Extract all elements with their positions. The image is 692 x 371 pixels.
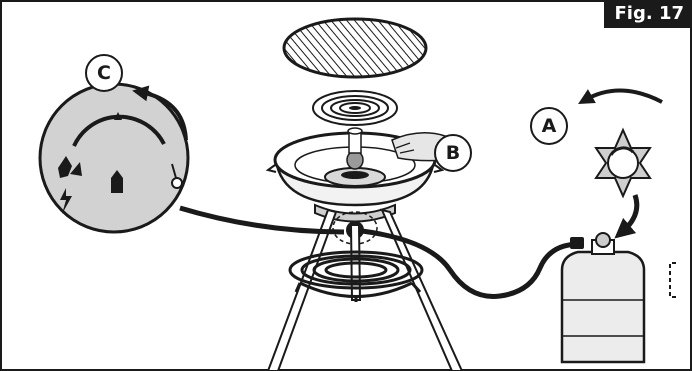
- knob-to-bottle-arrow: [622, 195, 637, 232]
- grill-grate: [284, 19, 426, 77]
- hose-connector: [570, 237, 584, 249]
- dashed-bracket: [670, 263, 676, 297]
- callout-a: A: [530, 107, 568, 145]
- off-position-marker: [172, 178, 182, 188]
- cylinder-valve-knob: [596, 130, 650, 196]
- callout-c: C: [85, 54, 123, 92]
- callout-b: B: [434, 134, 472, 172]
- figure-label: Fig. 17: [604, 0, 692, 28]
- gas-bottle: [562, 233, 644, 362]
- control-dial-zoom: [40, 84, 188, 232]
- burner-plate: [313, 91, 397, 125]
- rotation-arrow-a: [585, 90, 662, 102]
